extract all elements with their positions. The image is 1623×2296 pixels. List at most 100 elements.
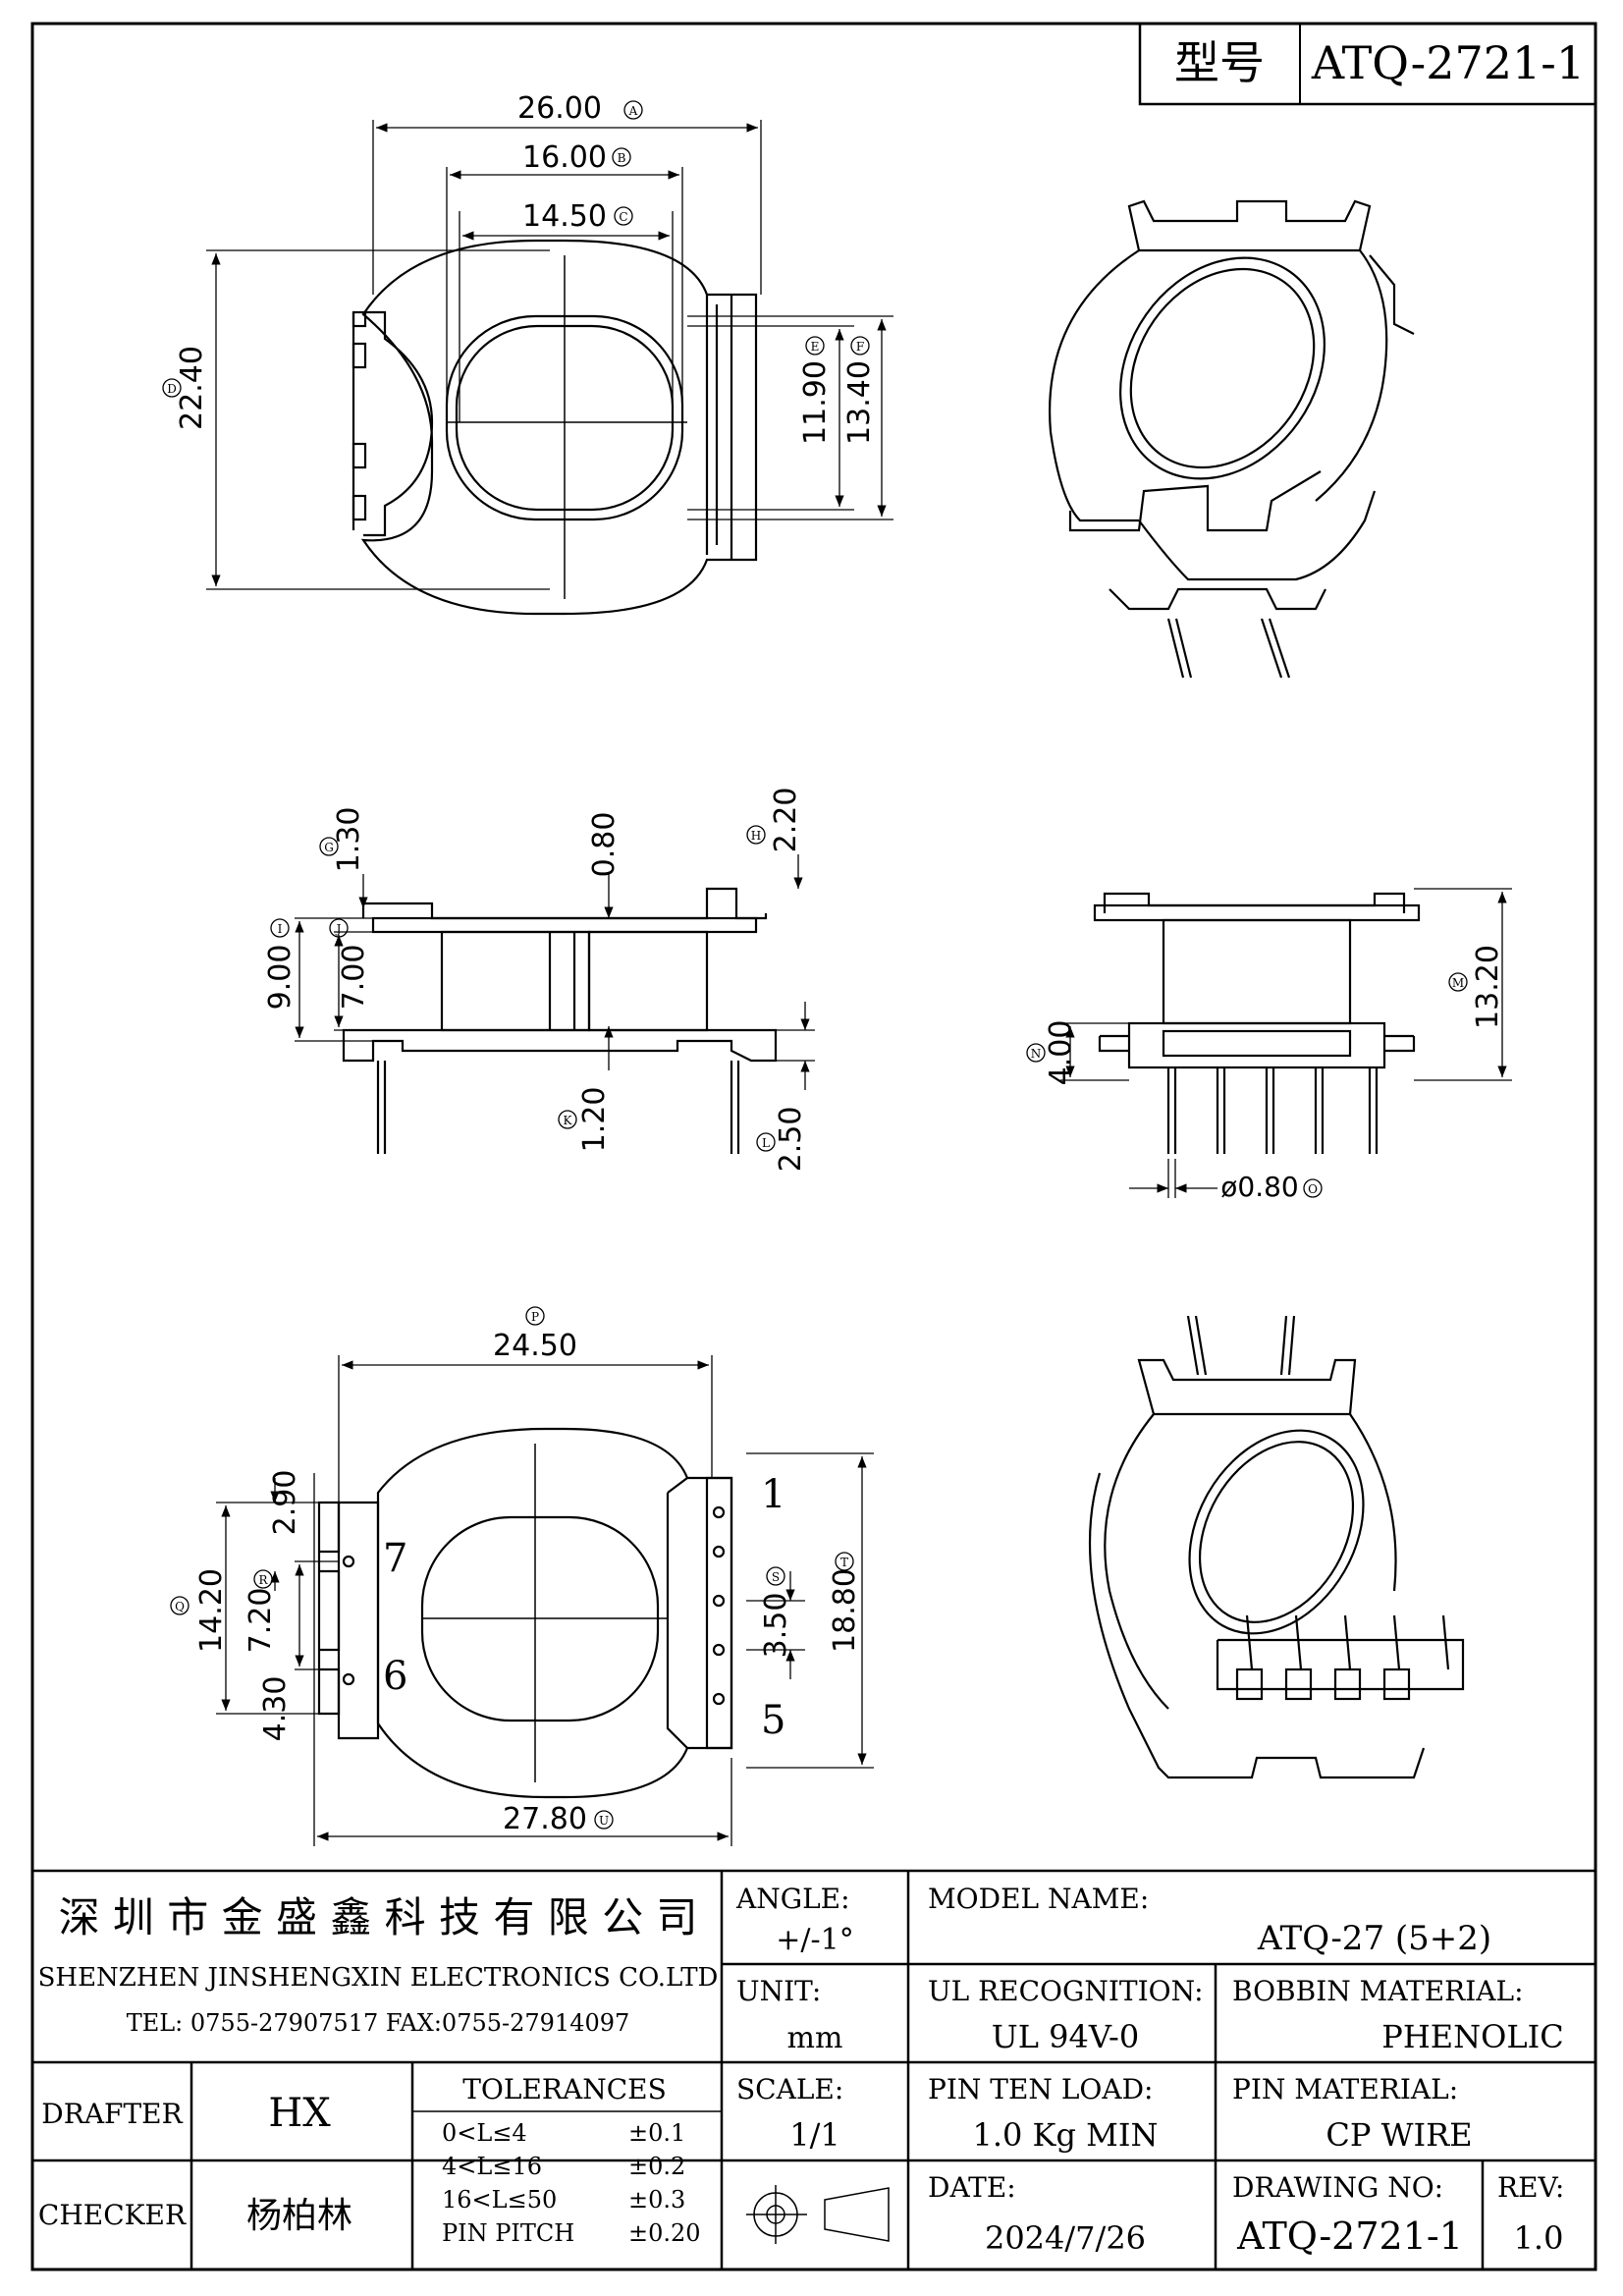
marker-o: O (1308, 1182, 1318, 1196)
marker-circle-l (756, 1132, 776, 1152)
marker-d: D (167, 382, 177, 396)
tol-range: PIN PITCH (442, 2219, 574, 2247)
marker-m: M (1452, 976, 1464, 990)
tol-range: 0<L≤4 (442, 2119, 527, 2147)
marker-circle-j (329, 918, 349, 938)
company-name-cn: 深 圳 市 金 盛 鑫 科 技 有 限 公 司 (59, 1893, 698, 1941)
dim-16: 16.00 (522, 140, 607, 175)
marker-n: N (1031, 1047, 1042, 1061)
side-view (342, 887, 778, 1154)
sheet-border (30, 22, 1597, 2271)
iso-view-2 (1088, 1315, 1465, 1779)
marker-circle-u (594, 1810, 614, 1830)
marker-circle-g (319, 837, 339, 856)
dim-220: 2.20 (769, 788, 803, 853)
marker-q: Q (175, 1600, 185, 1613)
angle-value: +/-1° (776, 1923, 853, 1957)
marker-t: T (840, 1556, 848, 1569)
angle-label: ANGLE: (735, 1883, 850, 1915)
pin-label-7: 7 (383, 1536, 407, 1581)
marker-k: K (564, 1114, 573, 1127)
model-box: 型号 ATQ-2721-1 (1138, 22, 1597, 106)
model-box-label: 型号 (1174, 36, 1265, 89)
title-block (32, 1869, 1596, 2269)
top-view (352, 239, 758, 616)
dim-2780: 27.80 (503, 1802, 587, 1836)
marker-s: S (772, 1570, 780, 1584)
dim-26: 26.00 (517, 91, 602, 126)
dim-1340: 13.40 (842, 360, 877, 445)
tolerances-label: TOLERANCES (462, 2073, 667, 2105)
pin-material-value: CP WIRE (1325, 2116, 1472, 2154)
company-contact: TEL: 0755-27907517 FAX:0755-27914097 (127, 2009, 630, 2037)
checker-value: 杨柏林 (246, 2196, 352, 2236)
marker-e: E (811, 340, 820, 354)
tol-value: ±0.2 (628, 2153, 685, 2180)
rev-value: 1.0 (1514, 2219, 1564, 2257)
ul-recognition-value: UL 94V-0 (992, 2018, 1139, 2055)
marker-b: B (618, 151, 626, 165)
marker-j: J (335, 922, 342, 936)
model-name-value: ATQ-27 (5+2) (1257, 1919, 1491, 1958)
marker-circle-s (766, 1566, 785, 1586)
dim-130: 1.30 (332, 807, 366, 873)
dim-1450: 14.50 (522, 199, 607, 234)
marker-h: H (751, 829, 761, 843)
model-box-value: ATQ-2721-1 (1311, 36, 1585, 89)
dim-1420: 14.20 (194, 1568, 229, 1653)
marker-p: P (531, 1310, 539, 1324)
dim-700: 7.00 (337, 945, 371, 1011)
marker-circle-t (835, 1552, 854, 1571)
marker-circle-q (170, 1596, 189, 1615)
marker-circle-f (850, 336, 870, 355)
dim-2240: 22.40 (175, 346, 209, 430)
marker-circle-p (525, 1306, 545, 1326)
marker-circle-m (1448, 972, 1468, 992)
tolerance-table: 0<L≤4 ±0.1 4<L≤16 ±0.2 16<L≤50 ±0.3 PIN … (442, 2119, 701, 2247)
dim-250: 2.50 (774, 1107, 808, 1173)
marker-circle-h (746, 825, 766, 845)
marker-c: C (619, 210, 627, 224)
pin-load-value: 1.0 Kg MIN (972, 2116, 1158, 2154)
marker-g: G (324, 841, 334, 854)
dim-290: 2.90 (268, 1470, 302, 1536)
dim-900: 9.00 (263, 945, 298, 1011)
marker-circle-d (162, 378, 182, 398)
marker-circle-r (253, 1569, 273, 1589)
dim-430: 4.30 (258, 1676, 293, 1742)
projection-symbol (746, 2185, 890, 2244)
tol-range: 4<L≤16 (442, 2153, 542, 2180)
marker-circle-b (612, 147, 631, 167)
ul-recognition-label: UL RECOGNITION: (928, 1975, 1204, 2007)
marker-circle-e (805, 336, 825, 355)
marker-f: F (856, 340, 864, 354)
marker-u: U (599, 1814, 609, 1828)
company-name-en: SHENZHEN JINSHENGXIN ELECTRONICS CO.LTD (38, 1963, 719, 1993)
bottom-view (317, 1427, 733, 1799)
dim-2450: 24.50 (493, 1329, 577, 1363)
drawing-no-value: ATQ-2721-1 (1236, 2214, 1463, 2258)
tol-value: ±0.3 (628, 2186, 685, 2214)
tol-value: ±0.1 (628, 2119, 685, 2147)
front-view-dimensions (1060, 888, 1512, 1198)
drawing-no-label: DRAWING NO: (1232, 2171, 1443, 2204)
scale-value: 1/1 (789, 2116, 840, 2154)
side-view-dimensions (295, 854, 815, 1090)
drafter-label: DRAFTER (41, 2098, 183, 2130)
marker-circle-n (1026, 1043, 1046, 1063)
dim-350: 3.50 (759, 1593, 793, 1659)
dim-1190: 11.90 (798, 360, 833, 445)
bobbin-material-value: PHENOLIC (1381, 2018, 1563, 2055)
pin-load-label: PIN TEN LOAD: (928, 2073, 1153, 2105)
date-value: 2024/7/26 (985, 2219, 1146, 2257)
marker-r: R (258, 1573, 268, 1587)
front-view (1093, 892, 1421, 1154)
marker-circle-k (558, 1110, 577, 1129)
marker-circle-c (614, 206, 633, 226)
bobbin-material-label: BOBBIN MATERIAL: (1232, 1975, 1524, 2007)
marker-i: I (278, 922, 283, 936)
model-name-label: MODEL NAME: (928, 1883, 1149, 1915)
bottom-view-dimensions (216, 1355, 874, 1846)
top-view-dimensions (206, 120, 893, 590)
